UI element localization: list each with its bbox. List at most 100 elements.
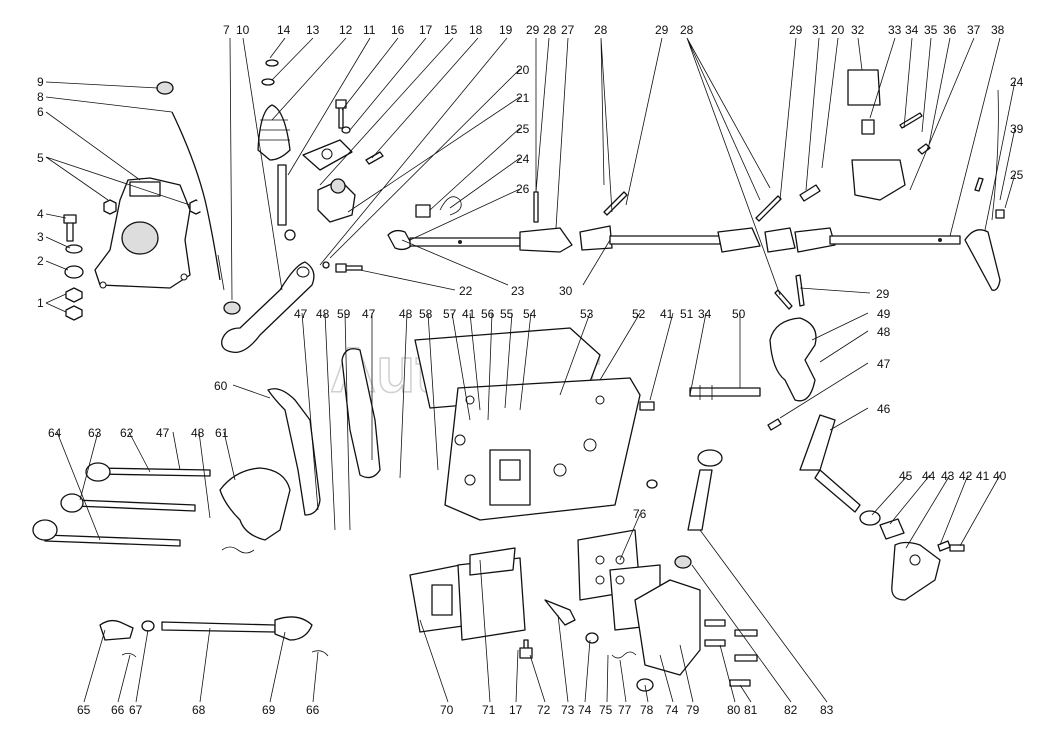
callout-48b: 48 (399, 307, 413, 321)
callout-36: 36 (943, 23, 957, 37)
callout-5: 5 (37, 151, 44, 165)
callout-28b: 28 (594, 23, 608, 37)
callout-14: 14 (277, 23, 291, 37)
callout-47a: 47 (877, 357, 891, 371)
callout-29b: 29 (655, 23, 669, 37)
callout-53: 53 (580, 307, 594, 321)
callout-46: 46 (877, 402, 891, 416)
callout-68: 68 (192, 703, 206, 717)
callout-40: 40 (993, 469, 1007, 483)
callout-47b: 47 (362, 307, 376, 321)
callout-29d: 29 (876, 287, 890, 301)
callout-41a: 41 (660, 307, 674, 321)
callout-17a: 17 (419, 23, 433, 37)
callout-83: 83 (820, 703, 834, 717)
callout-21: 21 (516, 91, 530, 105)
callout-3: 3 (37, 230, 44, 244)
callout-42: 42 (959, 469, 973, 483)
callout-30: 30 (559, 284, 573, 298)
callout-38: 38 (991, 23, 1005, 37)
callout-12: 12 (339, 23, 353, 37)
callout-64: 64 (48, 426, 62, 440)
callout-37: 37 (967, 23, 981, 37)
callout-79: 79 (686, 703, 700, 717)
callout-2: 2 (37, 254, 44, 268)
callout-33: 33 (888, 23, 902, 37)
callout-70: 70 (440, 703, 454, 717)
callout-56: 56 (481, 307, 495, 321)
callout-10: 10 (236, 23, 250, 37)
callout-24b: 24 (1010, 75, 1024, 89)
callout-48c: 48 (316, 307, 330, 321)
callout-61: 61 (215, 426, 229, 440)
callout-25a: 25 (516, 122, 530, 136)
callout-47d: 47 (156, 426, 170, 440)
callout-11: 11 (363, 23, 376, 37)
callout-51: 51 (680, 307, 694, 321)
callout-41b: 41 (462, 307, 476, 321)
callout-57: 57 (443, 307, 457, 321)
callout-18: 18 (469, 23, 483, 37)
callout-78: 78 (640, 703, 654, 717)
callout-62: 62 (120, 426, 134, 440)
callout-71: 71 (482, 703, 496, 717)
parts-drawing (32, 59, 1005, 692)
callout-35: 35 (924, 23, 938, 37)
callout-labels: 9 8 6 5 4 3 2 1 7 10 14 13 12 11 16 17 1… (37, 23, 1024, 717)
callout-23: 23 (511, 284, 525, 298)
callout-20b: 20 (831, 23, 845, 37)
callout-76: 76 (633, 507, 647, 521)
callout-52: 52 (632, 307, 646, 321)
callout-66b: 66 (306, 703, 320, 717)
callout-55: 55 (500, 307, 514, 321)
callout-75: 75 (599, 703, 613, 717)
callout-34: 34 (905, 23, 919, 37)
callout-58: 58 (419, 307, 433, 321)
callout-48d: 48 (191, 426, 205, 440)
callout-6: 6 (37, 105, 44, 119)
callout-28c: 28 (680, 23, 694, 37)
callout-43: 43 (941, 469, 955, 483)
callout-45: 45 (899, 469, 913, 483)
callout-77: 77 (618, 703, 632, 717)
callout-25b: 25 (1010, 168, 1024, 182)
callout-67: 67 (129, 703, 143, 717)
callout-82: 82 (784, 703, 798, 717)
callout-4: 4 (37, 207, 44, 221)
callout-60: 60 (214, 379, 228, 393)
callout-1: 1 (37, 296, 44, 310)
callout-17b: 17 (509, 703, 523, 717)
callout-63: 63 (88, 426, 102, 440)
callout-74a: 74 (578, 703, 592, 717)
callout-22: 22 (459, 284, 473, 298)
callout-8: 8 (37, 90, 44, 104)
callout-49: 49 (877, 307, 891, 321)
callout-16: 16 (391, 23, 405, 37)
callout-66a: 66 (111, 703, 125, 717)
callout-9: 9 (37, 75, 44, 89)
callout-26: 26 (516, 182, 530, 196)
callout-74b: 74 (665, 703, 679, 717)
callout-13: 13 (306, 23, 320, 37)
callout-29a: 29 (526, 23, 540, 37)
callout-28a: 28 (543, 23, 557, 37)
callout-31: 31 (812, 23, 826, 37)
callout-27: 27 (561, 23, 575, 37)
callout-54: 54 (523, 307, 537, 321)
callout-7: 7 (223, 23, 230, 37)
callout-20a: 20 (516, 63, 530, 77)
callout-24a: 24 (516, 152, 530, 166)
leader-lines (45, 37, 1016, 703)
callout-80: 80 (727, 703, 741, 717)
callout-81: 81 (744, 703, 758, 717)
callout-72: 72 (537, 703, 551, 717)
callout-50: 50 (732, 307, 746, 321)
callout-47c: 47 (294, 307, 308, 321)
callout-19: 19 (499, 23, 513, 37)
callout-65: 65 (77, 703, 91, 717)
callout-73: 73 (561, 703, 575, 717)
callout-59: 59 (337, 307, 351, 321)
callout-15: 15 (444, 23, 458, 37)
callout-34b: 34 (698, 307, 712, 321)
